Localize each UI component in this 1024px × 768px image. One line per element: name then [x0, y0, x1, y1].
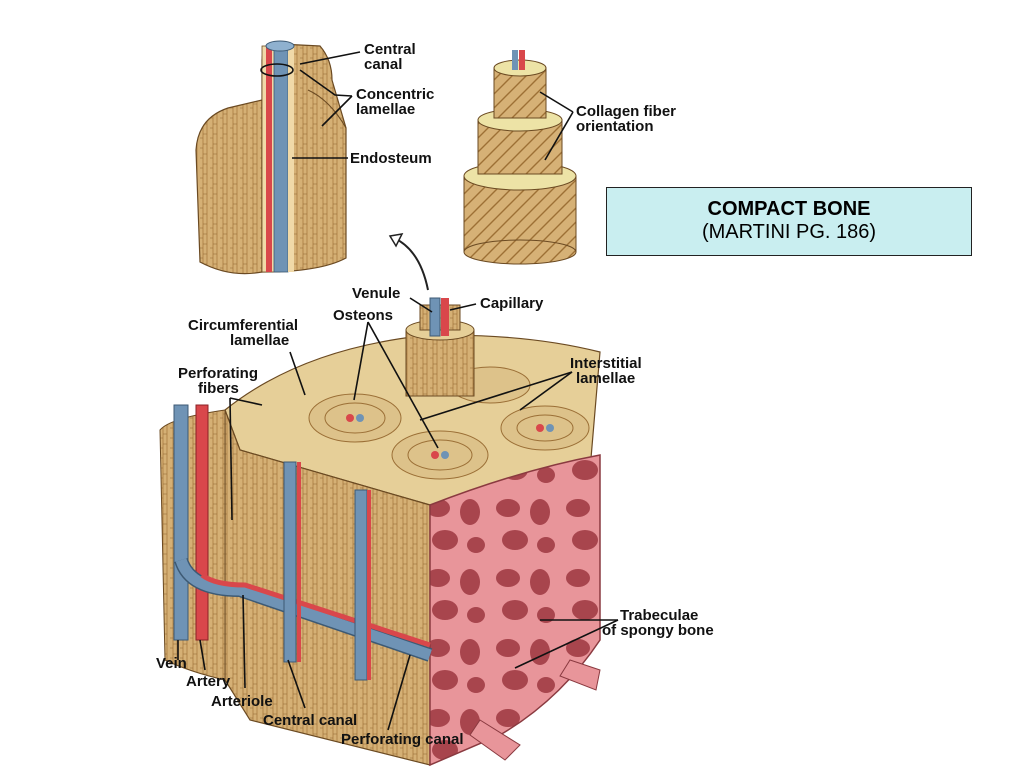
label-venule: Venule: [352, 285, 401, 302]
label-artery: Artery: [186, 673, 231, 690]
osteon-cutaway: [195, 40, 347, 275]
label-perforating-canal: Perforating canal: [341, 731, 464, 748]
label-vein: Vein: [156, 655, 187, 672]
vessels: [173, 404, 433, 681]
label-arteriole: Arteriole: [211, 693, 273, 710]
label-central-canal-bottom: Central canal: [263, 712, 358, 729]
subtitle-text: (MARTINI PG. 186): [701, 221, 877, 243]
label-capillary: Capillary: [480, 295, 544, 312]
label-osteons: Osteons: [333, 307, 394, 324]
title-text: COMPACT BONE: [707, 198, 871, 220]
leader-lines: [177, 51, 619, 731]
zoom-arrow-head: [388, 233, 404, 248]
collagen-cylinders: [463, 50, 577, 265]
label-endosteum: Endosteum: [350, 150, 432, 167]
zoom-arrow: [393, 237, 429, 291]
bone-block: [159, 297, 601, 767]
title-box: COMPACT BONE (MARTINI PG. 186): [606, 187, 972, 256]
